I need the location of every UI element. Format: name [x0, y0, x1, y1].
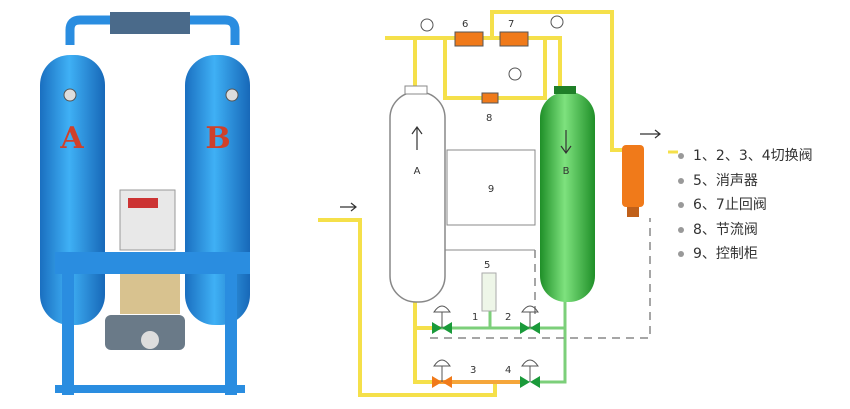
label-7: 7: [508, 19, 514, 30]
green-pipes: [440, 300, 567, 384]
frame-leg: [62, 270, 74, 395]
switch-valve-2: [520, 305, 540, 334]
outlet-filter: [622, 145, 644, 207]
bullet-icon: [678, 226, 684, 233]
photo-label-b: B: [205, 121, 230, 156]
tank-b-cap: [554, 86, 576, 94]
gauge-icon: [508, 67, 522, 81]
bullet-icon: [678, 153, 684, 160]
arrow-down-icon: [560, 130, 572, 155]
legend-text: 5、消声器: [693, 172, 758, 189]
legend-text: 6、7止回阀: [693, 197, 767, 213]
frame-crossbar: [55, 252, 250, 274]
schematic: A B 9 6 7 8 5: [318, 10, 678, 397]
inlet-arrow-icon: [340, 202, 357, 212]
filter-drain: [627, 207, 639, 217]
throttle-valve-8: [481, 92, 499, 104]
tubing: [120, 274, 180, 314]
legend-item: 9、控制柜: [678, 242, 813, 267]
legend-item: 5、消声器: [678, 169, 813, 194]
switch-valve-3: [432, 359, 452, 388]
label-8: 8: [486, 113, 492, 124]
legend-text: 1、2、3、4切换阀: [693, 148, 813, 164]
frame-base: [55, 385, 245, 393]
check-valve-7: [499, 31, 529, 47]
yellow-pipes: [318, 10, 625, 397]
legend-text: 9、控制柜: [693, 246, 758, 262]
label-3: 3: [470, 365, 476, 376]
muffler: [141, 331, 159, 349]
frame-leg: [225, 270, 237, 395]
tank-a-cap: [404, 85, 428, 95]
gauge-icon: [225, 88, 239, 102]
label-4: 4: [505, 365, 511, 376]
tank-b: [540, 92, 595, 302]
legend-item: 6、7止回阀: [678, 193, 813, 218]
tank-a-label: A: [414, 166, 421, 177]
bullet-icon: [678, 202, 684, 209]
gauge-icon: [63, 88, 77, 102]
legend: 1、2、3、4切换阀 5、消声器 6、7止回阀 8、节流阀 9、控制柜: [678, 144, 813, 267]
photo-label-a: A: [59, 121, 84, 156]
control-cabinet: [446, 149, 536, 226]
label-5: 5: [484, 260, 490, 271]
switch-valve-1: [432, 305, 452, 334]
control-cabinet-label: 9: [488, 184, 494, 195]
gauge-icon: [550, 15, 564, 29]
bottom-valve-assembly: [105, 315, 185, 350]
label-6: 6: [462, 19, 468, 30]
gauge-icon: [420, 18, 434, 32]
tank-b-label: B: [563, 166, 570, 177]
tank-a: [389, 91, 446, 303]
legend-item: 8、节流阀: [678, 218, 813, 243]
muffler-5: [481, 272, 497, 312]
legend-text: 8、节流阀: [693, 221, 758, 238]
label-2: 2: [505, 312, 511, 323]
legend-item: 1、2、3、4切换阀: [678, 144, 813, 169]
check-valve-6: [454, 31, 484, 47]
bullet-icon: [678, 251, 684, 258]
photo-tank-b: [185, 55, 250, 325]
top-valve-assembly: [110, 12, 190, 34]
arrow-up-icon: [411, 125, 423, 150]
outlet-arrow-icon: [640, 129, 661, 139]
switch-valve-4: [520, 359, 540, 388]
bullet-icon: [678, 177, 684, 184]
dryer-photo: A B: [40, 12, 250, 395]
display: [128, 198, 158, 208]
label-1: 1: [472, 312, 478, 323]
